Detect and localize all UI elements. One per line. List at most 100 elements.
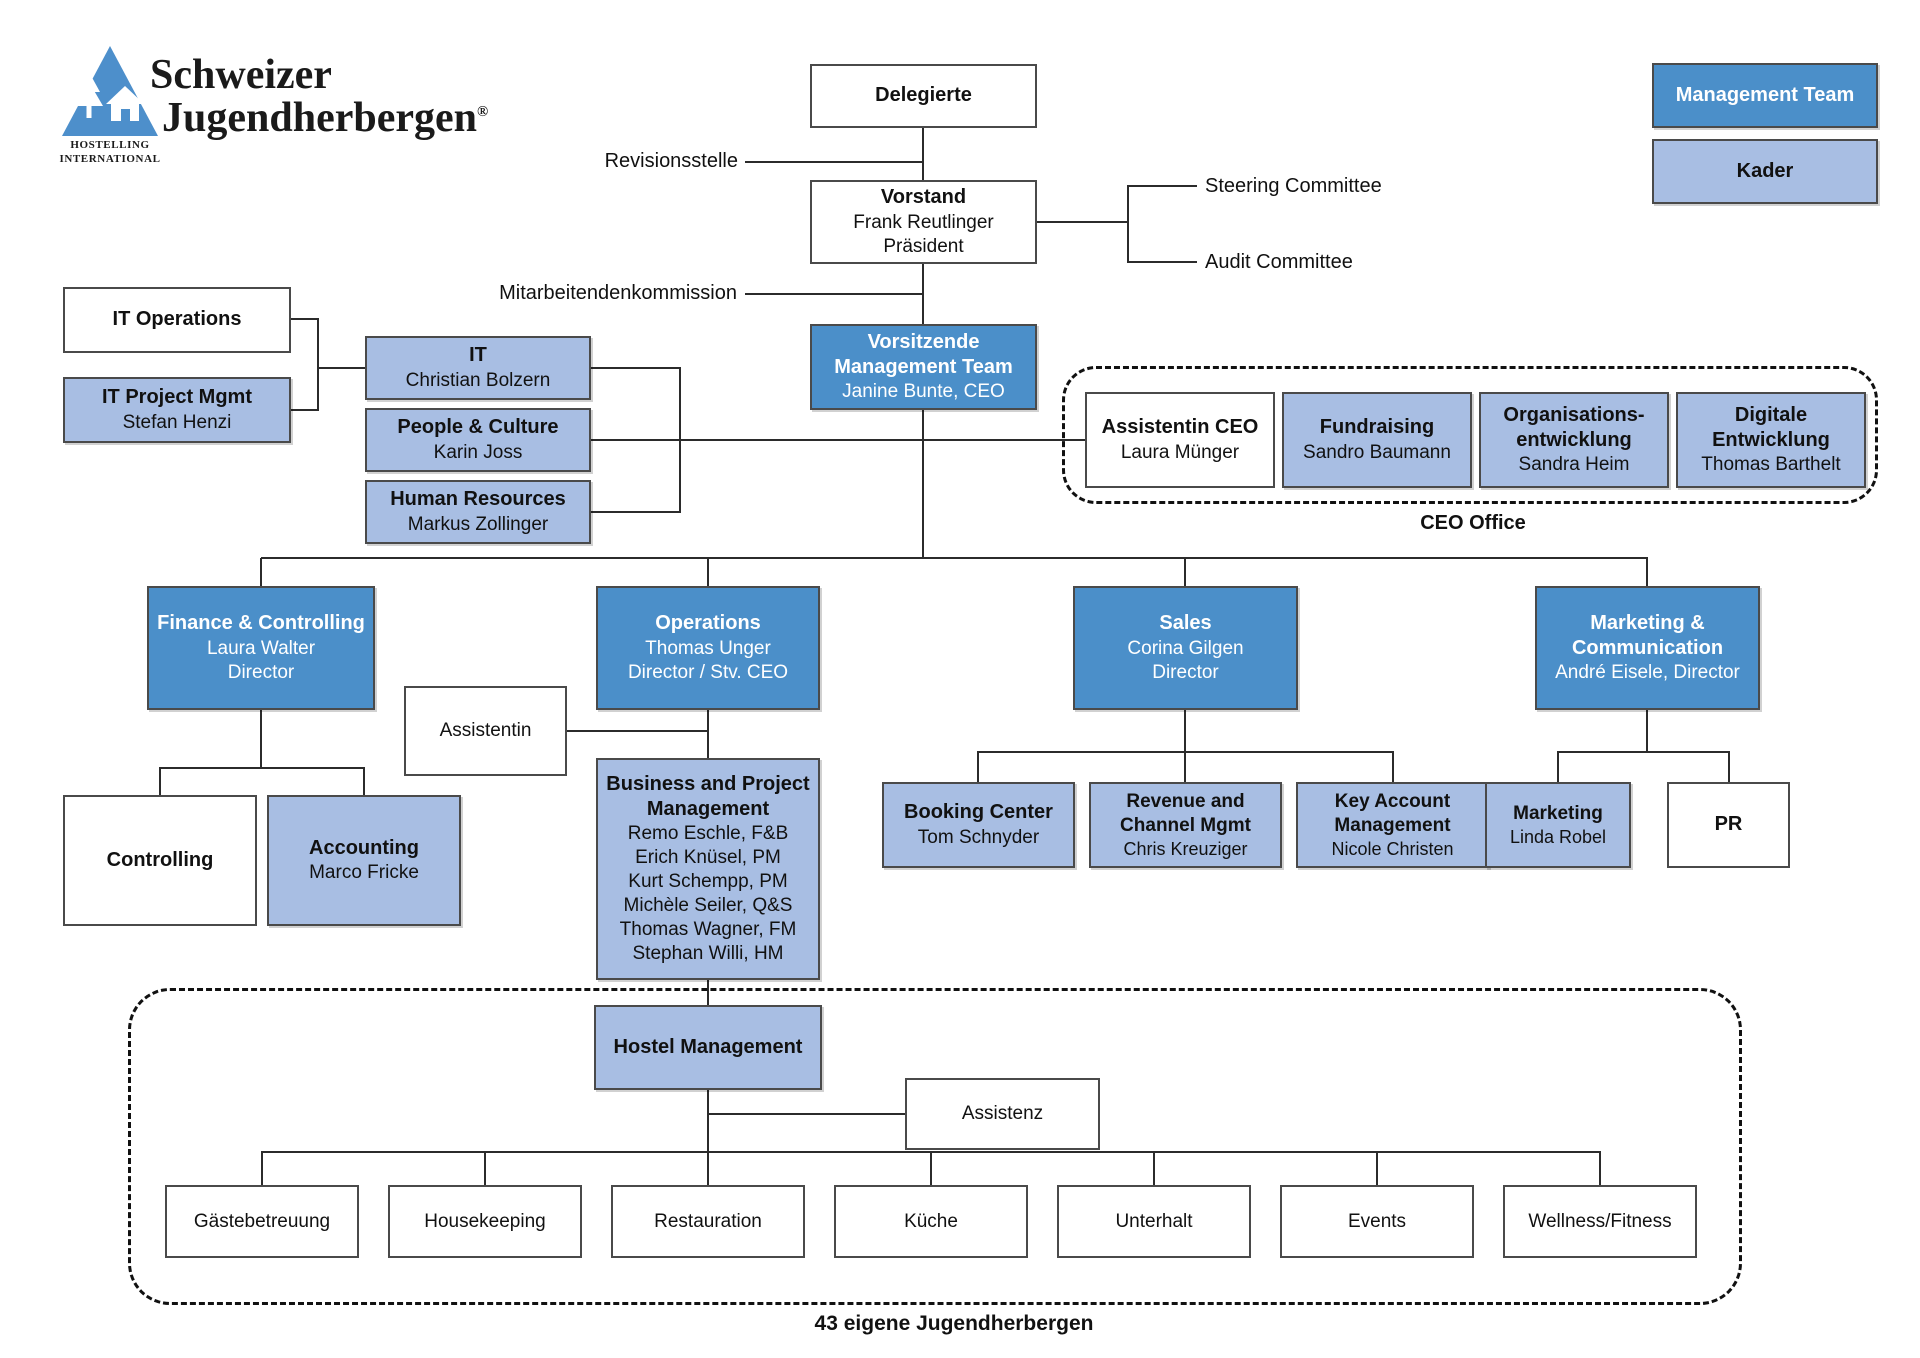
subtitle: Stefan Henzi (122, 411, 232, 433)
connector (1184, 558, 1186, 586)
node-key-account-management: Key Account Management Nicole Christen (1296, 782, 1489, 868)
legend-label: Management Team (1675, 83, 1855, 106)
connector (1153, 1151, 1155, 1185)
connector (1127, 185, 1129, 263)
node-vorstand: Vorstand Frank Reutlinger Präsident (810, 180, 1037, 264)
connector (1558, 751, 1729, 753)
node-human-resources: Human Resources Markus Zollinger (365, 480, 591, 544)
title: Hostel Management (613, 1035, 803, 1058)
brand-line1: Schweizer (150, 52, 332, 98)
title: Küche (904, 1210, 958, 1232)
subtitle: Director (227, 661, 295, 683)
connector (1646, 558, 1648, 586)
connector (318, 367, 365, 369)
subtitle: Director / Stv. CEO (627, 661, 789, 683)
legend-kader: Kader (1652, 139, 1878, 204)
connector (1646, 710, 1648, 753)
title: Key Account (1334, 790, 1451, 812)
connector (707, 980, 709, 1005)
title: Events (1347, 1210, 1407, 1232)
title: Operations (655, 612, 761, 635)
title: Sales (1159, 612, 1212, 635)
title: Restauration (654, 1210, 762, 1232)
node-it: IT Christian Bolzern (365, 336, 591, 400)
connector (1557, 751, 1559, 782)
connector (160, 767, 364, 769)
hostelling-international-logo-icon (62, 46, 158, 136)
subtitle: Tom Schnyder (917, 826, 1040, 848)
node-operations: Operations Thomas Unger Director / Stv. … (596, 586, 820, 710)
subtitle: Präsident (883, 235, 964, 257)
audit-committee-label: Audit Committee (1205, 251, 1353, 273)
node-sales: Sales Corina Gilgen Director (1073, 586, 1298, 710)
connector (291, 409, 318, 411)
connector (260, 710, 262, 768)
connector (291, 318, 318, 320)
steering-committee-label: Steering Committee (1205, 175, 1382, 197)
title: Vorstand (880, 186, 967, 209)
connector (261, 557, 1648, 559)
title: People & Culture (397, 416, 559, 439)
subtitle: Thomas Unger (645, 637, 771, 659)
node-gaestebetreuung: Gästebetreuung (165, 1185, 359, 1258)
node-unterhalt: Unterhalt (1057, 1185, 1251, 1258)
connector (922, 128, 924, 180)
member: Stephan Willi, HM (632, 943, 784, 965)
subtitle: Janine Bunte, CEO (842, 381, 1005, 403)
subtitle: André Eisele, Director (1555, 662, 1740, 684)
connector (1128, 261, 1197, 263)
title: Business and Project (606, 773, 810, 795)
title: IT (469, 344, 487, 367)
node-delegierte: Delegierte (810, 64, 1037, 128)
title: PR (1714, 813, 1743, 836)
ceo-office-label: CEO Office (1420, 512, 1526, 534)
node-controlling: Controlling (63, 795, 257, 926)
hostelling-text: HOSTELLING (70, 139, 150, 151)
node-it-operations: IT Operations (63, 287, 291, 353)
connector (745, 293, 923, 295)
connector (1037, 221, 1128, 223)
node-revenue-channel-mgmt: Revenue and Channel Mgmt Chris Kreuziger (1089, 782, 1282, 868)
connector (1728, 751, 1730, 782)
connector (1128, 185, 1197, 187)
connector (922, 264, 924, 324)
title: Gästebetreuung (193, 1210, 331, 1232)
connector (1392, 751, 1394, 782)
connector (708, 1113, 905, 1115)
title: IT Project Mgmt (101, 386, 252, 409)
connector (317, 318, 319, 411)
title: Organisations- (1503, 403, 1645, 426)
subtitle: Marco Fricke (309, 862, 419, 884)
node-assistentin-ceo: Assistentin CEO Laura Münger (1085, 392, 1275, 488)
node-people-culture: People & Culture Karin Joss (365, 408, 591, 472)
node-business-project-management: Business and Project Management Remo Esc… (596, 758, 820, 980)
connector (567, 730, 708, 732)
node-kueche: Küche (834, 1185, 1028, 1258)
member: Michèle Seiler, Q&S (623, 895, 793, 917)
title: Management (1334, 814, 1451, 836)
subtitle: Director (1152, 661, 1219, 683)
connector (707, 558, 709, 586)
node-assistenz: Assistenz (905, 1078, 1100, 1150)
title: Assistenz (961, 1103, 1044, 1125)
title: Channel Mgmt (1120, 814, 1251, 836)
title: Revenue and (1126, 790, 1245, 812)
member: Thomas Wagner, FM (619, 919, 797, 941)
subtitle: Thomas Barthelt (1701, 454, 1841, 476)
member: Kurt Schempp, PM (628, 871, 788, 893)
subtitle: Christian Bolzern (405, 369, 551, 391)
node-housekeeping: Housekeeping (388, 1185, 582, 1258)
connector (1376, 1151, 1378, 1185)
subtitle: Frank Reutlinger (853, 211, 994, 233)
connector (363, 767, 365, 795)
node-events: Events (1280, 1185, 1474, 1258)
legend-label: Kader (1736, 159, 1794, 182)
title: Assistentin CEO (1101, 416, 1259, 439)
title: Controlling (106, 848, 214, 871)
title: Human Resources (390, 488, 566, 511)
subtitle: Chris Kreuziger (1123, 838, 1248, 859)
footer-label: 43 eigene Jugendherbergen (814, 1312, 1094, 1335)
node-organisationsentwicklung: Organisations- entwicklung Sandra Heim (1479, 392, 1669, 488)
member: Erich Knüsel, PM (635, 847, 781, 869)
